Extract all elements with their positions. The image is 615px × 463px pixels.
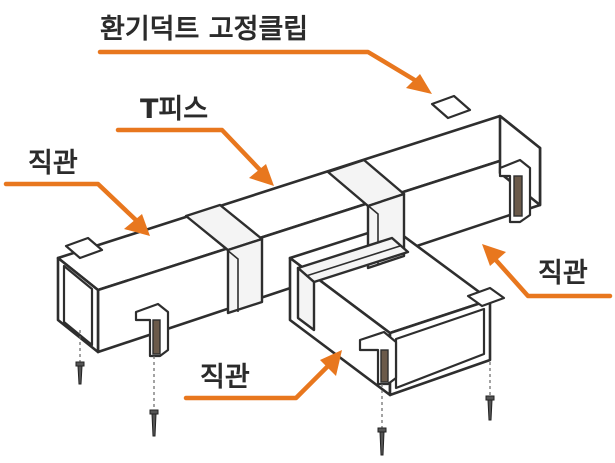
label-straight-pipe-bottom: 직관 (200, 362, 250, 393)
screw-3 (377, 427, 387, 456)
left-coupling-band-front (226, 237, 264, 315)
left-band-edge-line (197, 225, 239, 312)
arrow-t-piece (115, 127, 274, 186)
coupling-bands (184, 158, 410, 332)
arrow-straight-pipe-left (3, 181, 150, 236)
label-straight-pipe-right: 직관 (538, 258, 588, 289)
arrow-straight-pipe-bottom (183, 350, 342, 401)
label-t-piece: T피스 (140, 94, 208, 125)
left-duct-inner-opening (62, 264, 94, 347)
callout-arrows (3, 49, 613, 401)
clip-top-left (64, 236, 104, 260)
screw-4 (485, 395, 495, 421)
clip-branch-slot (380, 349, 389, 383)
clip-top-right (430, 94, 472, 120)
branch-band-edge-line (305, 245, 401, 277)
label-straight-pipe-left: 직관 (28, 148, 78, 179)
clip-right-side (466, 286, 506, 308)
fixing-clips (64, 94, 532, 386)
arrow-fixing-clip (97, 49, 432, 94)
screw-2 (149, 409, 159, 437)
clip-right-end-slot (513, 175, 523, 217)
screws (75, 330, 495, 456)
arrow-straight-pipe-right (482, 244, 613, 299)
screw-1 (75, 361, 85, 385)
label-fixing-clip: 환기덕트 고정클립 (100, 14, 308, 45)
branch-coupling-band-side (296, 266, 316, 332)
clip-left-duct-slot (152, 319, 161, 355)
